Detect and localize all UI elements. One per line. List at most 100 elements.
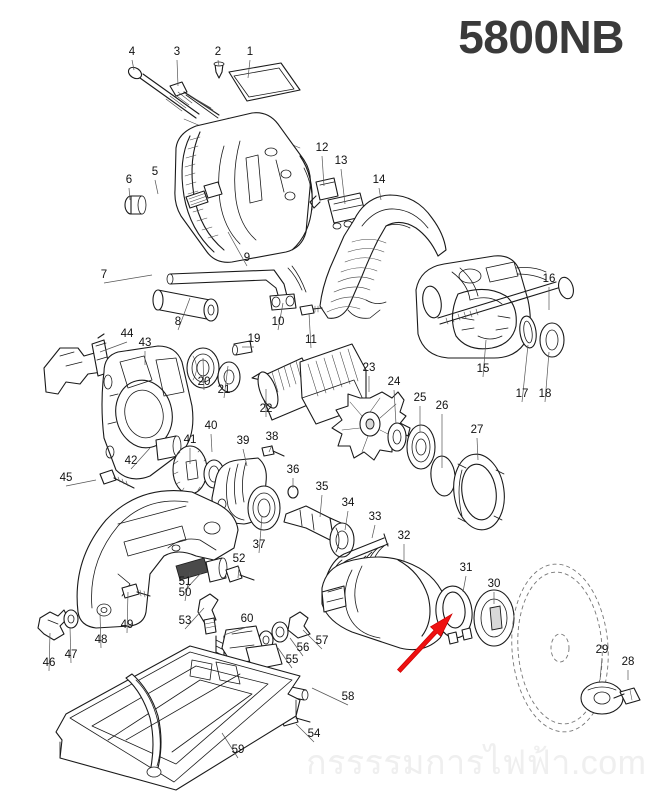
- callout-leader-line: [321, 155, 325, 187]
- callout-40: 40: [205, 420, 217, 453]
- callout-number: 16: [543, 273, 556, 285]
- callout-leader-line: [277, 647, 293, 669]
- callout-59: 59: [221, 732, 244, 759]
- part-group-handle: [287, 177, 447, 319]
- callout-number: 51: [179, 576, 192, 588]
- callout-leader-line: [599, 657, 603, 681]
- callout-number: 13: [335, 155, 348, 167]
- callout-number: 48: [95, 634, 108, 646]
- callout-19: 19: [242, 333, 260, 348]
- site-watermark: กรรรรมการไฟฟ้า.com: [306, 744, 647, 782]
- callout-leader-line: [344, 510, 349, 531]
- callout-number: 50: [179, 587, 192, 599]
- callout-number: 58: [342, 691, 355, 703]
- callout-17: 17: [516, 344, 529, 403]
- callout-leader-line: [131, 59, 135, 71]
- callout-number: 44: [121, 328, 134, 340]
- callout-51: 51: [179, 571, 203, 591]
- callout-leader-line: [184, 571, 203, 591]
- callout-60: 60: [223, 613, 253, 636]
- callout-50: 50: [179, 571, 192, 602]
- callout-leader-line: [268, 444, 273, 453]
- callout-leader-line: [227, 231, 248, 267]
- callout-21: 21: [218, 365, 231, 399]
- callout-leader-line: [99, 612, 102, 649]
- callout-number: 21: [218, 384, 231, 396]
- callout-leader-line: [302, 629, 323, 650]
- callout-3: 3: [174, 46, 180, 87]
- callout-number: 30: [488, 578, 501, 590]
- callout-leader-line: [521, 344, 529, 403]
- callout-24: 24: [388, 376, 401, 425]
- callout-number: 1: [247, 46, 253, 58]
- callout-26: 26: [436, 400, 448, 468]
- callout-leader-line: [295, 723, 315, 743]
- callout-leader-line: [184, 571, 191, 602]
- callout-leader-line: [176, 59, 179, 87]
- callout-leader-line: [311, 687, 349, 706]
- callout-number: 37: [253, 539, 266, 551]
- callout-44: 44: [99, 328, 134, 353]
- callout-number: 53: [179, 615, 192, 627]
- callout-leader-line: [130, 447, 151, 470]
- callout-number: 3: [174, 46, 180, 58]
- callout-number: 4: [129, 46, 136, 58]
- callout-4: 4: [129, 46, 136, 71]
- callout-number: 41: [184, 434, 197, 446]
- callout-27: 27: [471, 424, 483, 461]
- callout-leader-line: [128, 187, 131, 201]
- callout-leader-line: [126, 591, 129, 634]
- callout-11: 11: [305, 312, 317, 349]
- callout-54: 54: [295, 723, 321, 743]
- callout-8: 8: [175, 297, 191, 331]
- callout-9: 9: [227, 231, 250, 267]
- callout-42: 42: [125, 447, 151, 470]
- callout-12: 12: [316, 142, 328, 187]
- callout-leader-line: [393, 389, 397, 425]
- callout-leader-line: [103, 274, 153, 284]
- callout-number: 29: [596, 644, 609, 656]
- callout-leader-line: [221, 732, 239, 759]
- callout-number: 43: [139, 337, 152, 349]
- part-group-blade-flanges: [435, 563, 641, 733]
- callout-number: 6: [126, 174, 132, 186]
- callout-leader-line: [237, 566, 240, 579]
- highlight-arrow-icon: [397, 613, 453, 673]
- callout-number: 10: [272, 316, 285, 328]
- callout-number: 20: [198, 376, 211, 388]
- callout-16: 16: [543, 273, 556, 310]
- callout-number: 42: [125, 455, 138, 467]
- callout-2: 2: [215, 46, 221, 67]
- callout-number: 22: [260, 403, 273, 415]
- callout-29: 29: [596, 644, 609, 681]
- callout-31: 31: [460, 562, 472, 593]
- callout-leader-line: [69, 626, 72, 664]
- callout-leader-line: [371, 524, 376, 539]
- callout-number: 34: [342, 497, 355, 509]
- callout-38: 38: [266, 431, 278, 453]
- callout-41: 41: [184, 434, 197, 464]
- model-title: 5800NB: [458, 11, 624, 63]
- callout-number: 24: [388, 376, 401, 388]
- callout-leader-line: [65, 479, 97, 487]
- callout-number: 36: [287, 464, 300, 476]
- callout-number: 32: [398, 530, 411, 542]
- callout-25: 25: [414, 392, 426, 432]
- callout-58: 58: [311, 687, 355, 706]
- callout-30: 30: [488, 578, 501, 604]
- part-group-base-plate: [55, 611, 311, 791]
- callout-15: 15: [477, 339, 490, 378]
- callout-leader-line: [319, 494, 323, 518]
- callout-53: 53: [179, 607, 205, 630]
- callout-number: 15: [477, 363, 490, 375]
- callout-leader-line: [202, 357, 205, 391]
- part-group-blade-guard: [37, 490, 255, 641]
- callout-leader-line: [378, 187, 382, 201]
- callout-number: 55: [286, 654, 299, 666]
- callout-number: 8: [175, 316, 181, 328]
- callout-39: 39: [237, 435, 249, 467]
- callout-leader-line: [340, 168, 346, 205]
